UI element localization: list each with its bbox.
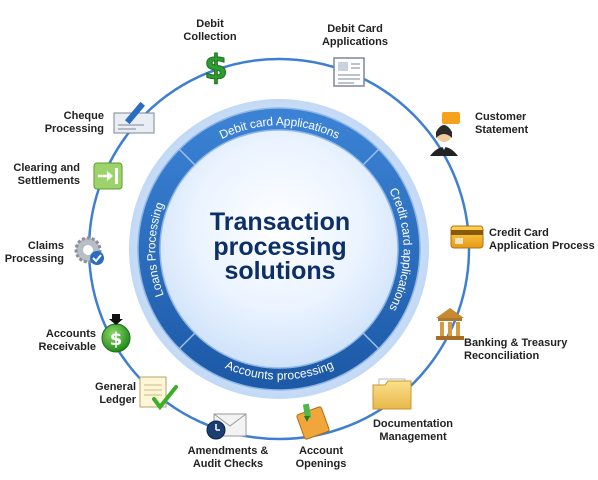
notepad-icon	[296, 403, 330, 440]
label-account-openings: Account Openings	[295, 445, 347, 470]
exchange-arrows-icon	[93, 162, 123, 190]
label-claims-processing: Claims Processing	[4, 240, 64, 265]
label-credit-card-application: Credit Card Application Process	[489, 227, 595, 252]
label-documentation-management: Documentation Management	[372, 418, 454, 443]
center-title-line3: solutions	[224, 257, 335, 285]
customer-support-icon	[430, 112, 460, 156]
bank-building-icon	[436, 308, 464, 340]
dollar-download-icon: $	[101, 314, 131, 353]
document-icon	[333, 57, 365, 87]
label-debit-card-applications: Debit Card Applications	[321, 23, 388, 48]
center-disc	[159, 129, 399, 369]
folder-icon	[372, 378, 412, 410]
center-title-line1: Transaction	[210, 208, 350, 236]
gear-check-icon	[74, 236, 104, 265]
svg-text:$: $	[204, 48, 228, 88]
processing-ring	[138, 108, 420, 390]
svg-text:$: $	[110, 329, 123, 350]
center-title: Transaction processing solutions	[210, 208, 350, 285]
center-title-line2: processing	[213, 233, 346, 261]
label-accounts-receivable: Accounts Receivable	[38, 328, 96, 353]
credit-card-icon	[450, 225, 484, 249]
label-debit-collection: Debit Collection	[183, 18, 237, 43]
checked-ledger-icon	[139, 376, 178, 411]
label-customer-statement: Customer Statement	[475, 111, 529, 136]
envelope-clock-icon	[206, 413, 247, 440]
label-clearing-settlements: Clearing and Settlements	[13, 162, 80, 187]
cheque-pen-icon	[113, 101, 155, 134]
label-cheque-processing: Cheque Processing	[44, 110, 104, 135]
label-amendments-audit: Amendments & Audit Checks	[187, 445, 269, 470]
label-general-ledger: General Ledger	[95, 381, 136, 406]
ring-outer-edge	[137, 107, 421, 391]
label-banking-treasury: Banking & Treasury Reconciliation	[464, 337, 568, 362]
ring-separators	[178, 148, 380, 350]
dollar-icon: $	[204, 48, 229, 89]
